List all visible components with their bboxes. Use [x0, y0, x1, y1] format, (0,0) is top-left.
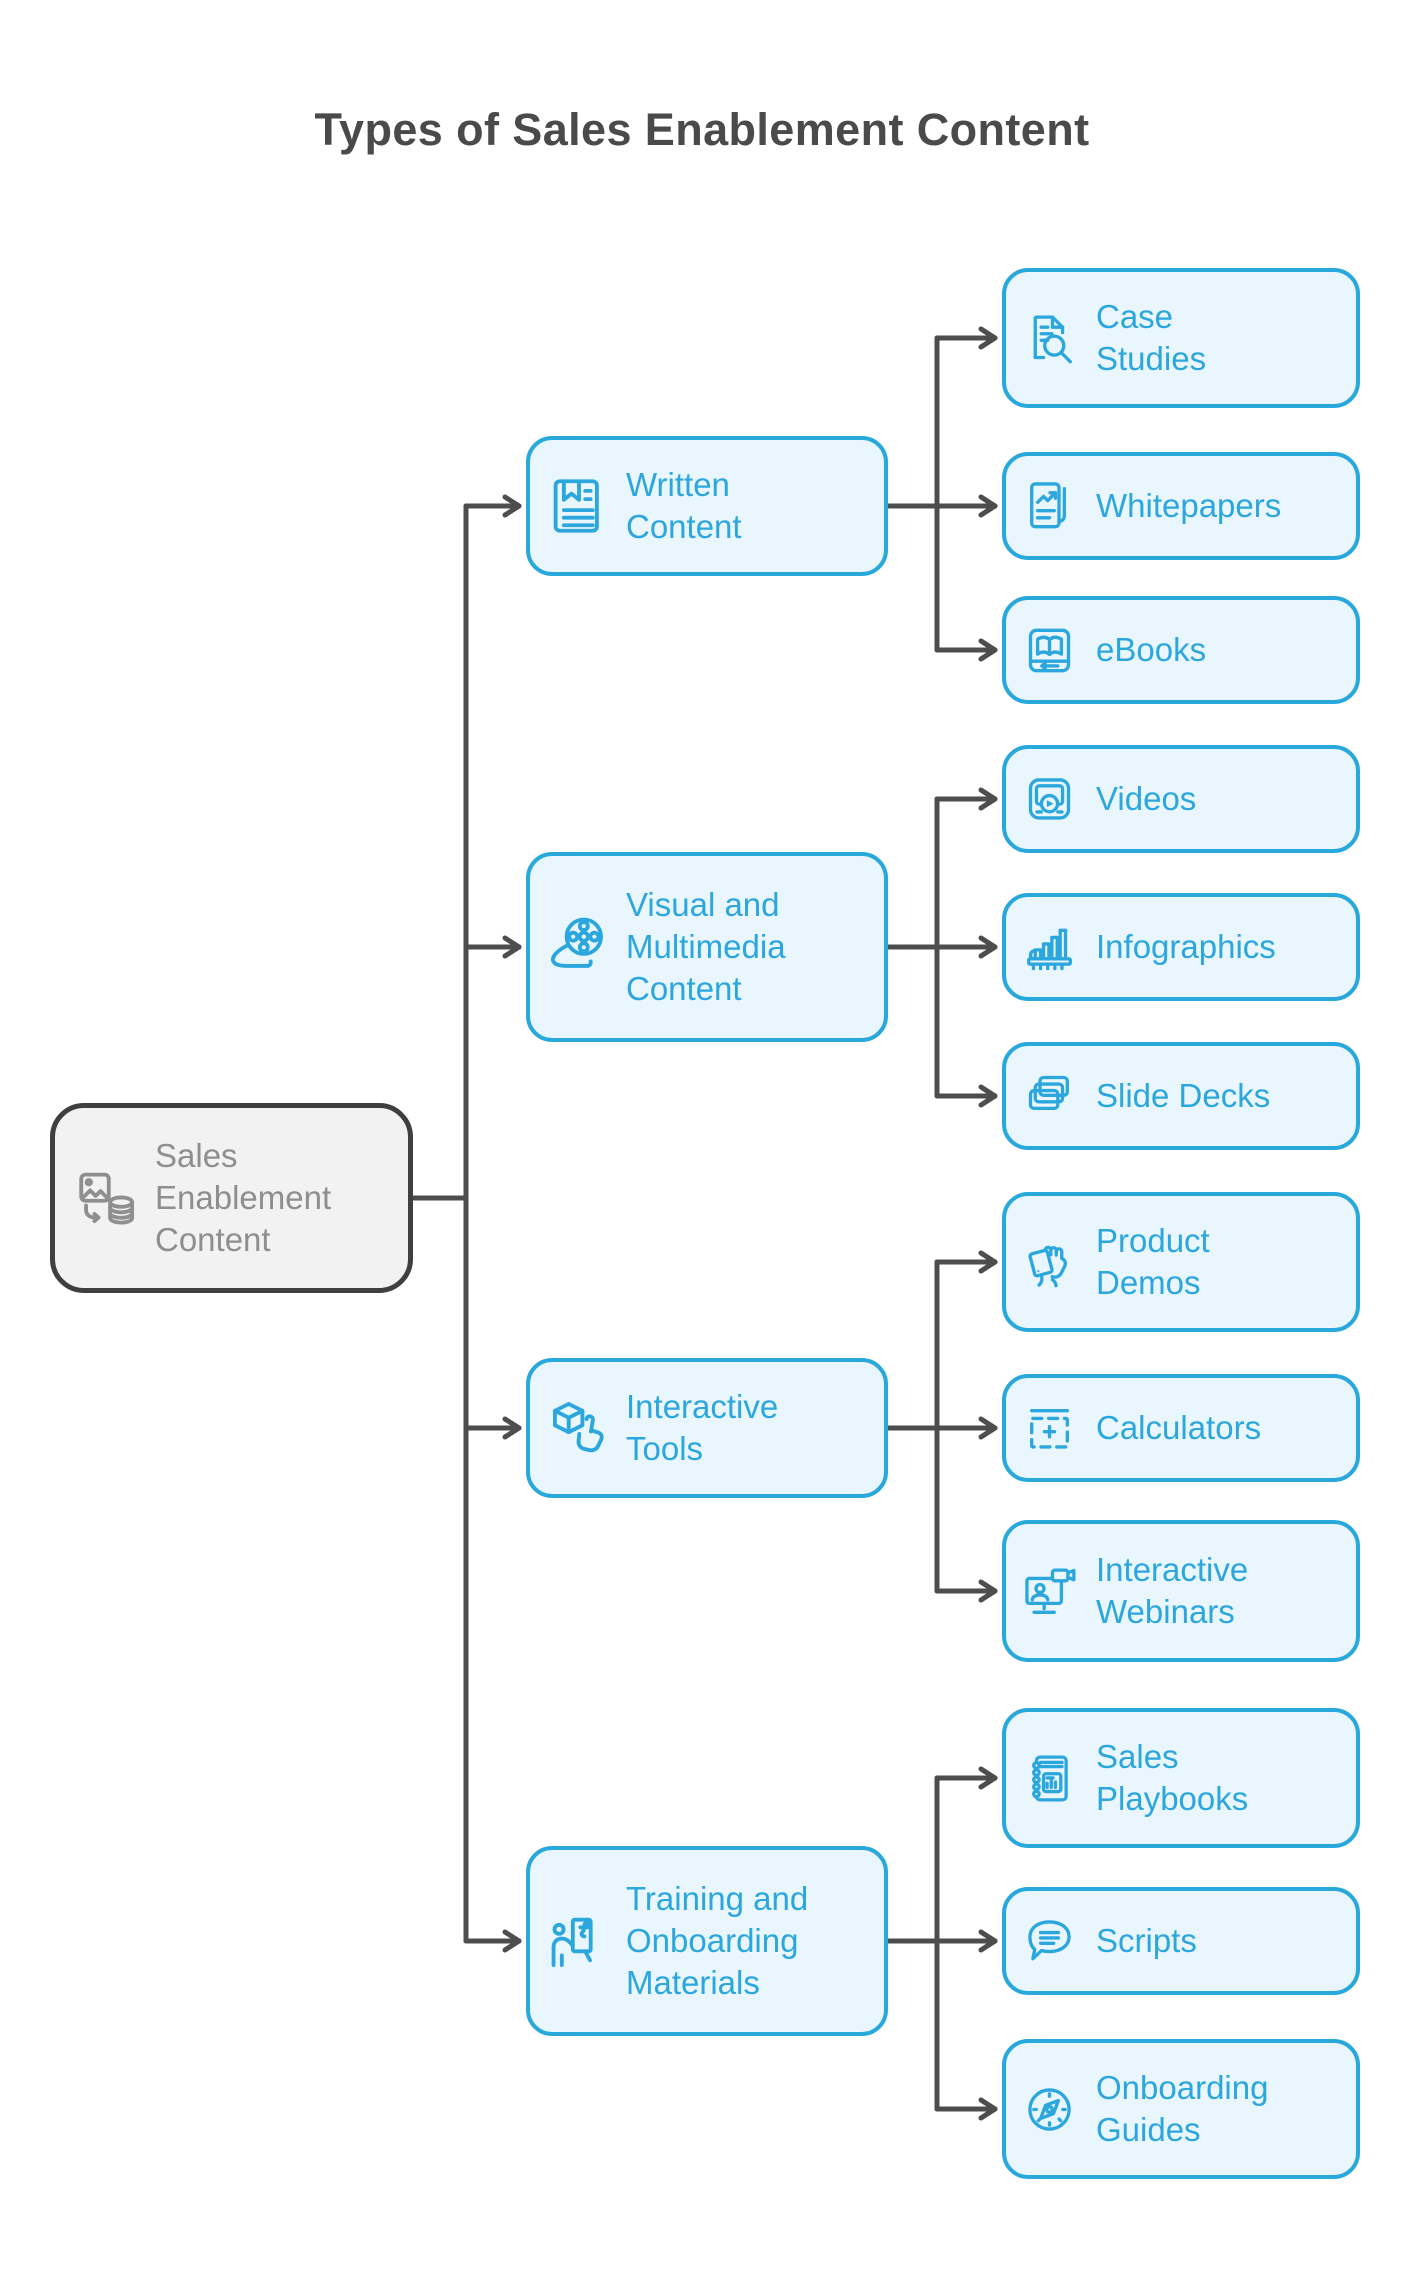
node-label: eBooks	[1096, 630, 1207, 668]
node-onboarding-guides: Onboarding Guides	[1002, 2039, 1360, 2179]
bar-chart-icon	[1021, 919, 1078, 976]
node-label: Videos	[1096, 779, 1197, 817]
page-title: Types of Sales Enablement Content	[314, 104, 1090, 155]
node-label: Product Demos	[1096, 1221, 1210, 1301]
node-label: Interactive Webinars	[1096, 1550, 1249, 1630]
webinar-screen-icon	[1021, 1563, 1078, 1620]
node-label: Scripts	[1096, 1921, 1197, 1959]
playbook-icon	[1021, 1750, 1078, 1807]
node-infographics: Infographics	[1002, 893, 1360, 1001]
node-label: Infographics	[1096, 927, 1276, 965]
cube-tap-icon	[546, 1395, 612, 1461]
article-icon	[546, 473, 612, 539]
calculator-frame-icon	[1021, 1400, 1078, 1457]
node-label: Interactive Tools	[626, 1387, 779, 1467]
trainer-board-icon	[546, 1908, 612, 1974]
node-case-studies: Case Studies	[1002, 268, 1360, 408]
report-chart-icon	[1021, 478, 1078, 535]
content-database-icon	[73, 1165, 139, 1231]
node-visual-multimedia-content: Visual and Multimedia Content	[526, 852, 888, 1042]
node-label: Case Studies	[1096, 297, 1207, 377]
hand-device-icon	[1021, 1234, 1078, 1291]
node-scripts: Scripts	[1002, 1887, 1360, 1995]
compass-icon	[1021, 2081, 1078, 2138]
node-product-demos: Product Demos	[1002, 1192, 1360, 1332]
ebook-reader-icon	[1021, 622, 1078, 679]
node-label: Sales Playbooks	[1096, 1737, 1249, 1817]
node-training-onboarding-materials: Training and Onboarding Materials	[526, 1846, 888, 2036]
speech-bubble-icon	[1021, 1913, 1078, 1970]
slide-stack-icon	[1021, 1068, 1078, 1125]
film-reel-icon	[546, 914, 612, 980]
node-whitepapers: Whitepapers	[1002, 452, 1360, 560]
node-slide-decks: Slide Decks	[1002, 1042, 1360, 1150]
node-ebooks: eBooks	[1002, 596, 1360, 704]
node-interactive-webinars: Interactive Webinars	[1002, 1520, 1360, 1662]
node-written-content: Written Content	[526, 436, 888, 576]
node-sales-enablement-content: Sales Enablement Content	[50, 1103, 413, 1293]
node-label: Training and Onboarding Materials	[626, 1879, 809, 2002]
node-videos: Videos	[1002, 745, 1360, 853]
node-interactive-tools: Interactive Tools	[526, 1358, 888, 1498]
node-sales-playbooks: Sales Playbooks	[1002, 1708, 1360, 1848]
node-label: Whitepapers	[1096, 486, 1282, 524]
node-calculators: Calculators	[1002, 1374, 1360, 1482]
node-label: Calculators	[1096, 1408, 1262, 1446]
node-label: Onboarding Guides	[1096, 2068, 1269, 2148]
node-label: Sales Enablement Content	[155, 1136, 332, 1259]
video-player-icon	[1021, 771, 1078, 828]
node-label: Written Content	[626, 465, 742, 545]
document-search-icon	[1021, 310, 1078, 367]
node-label: Slide Decks	[1096, 1076, 1271, 1114]
node-label: Visual and Multimedia Content	[626, 885, 786, 1008]
